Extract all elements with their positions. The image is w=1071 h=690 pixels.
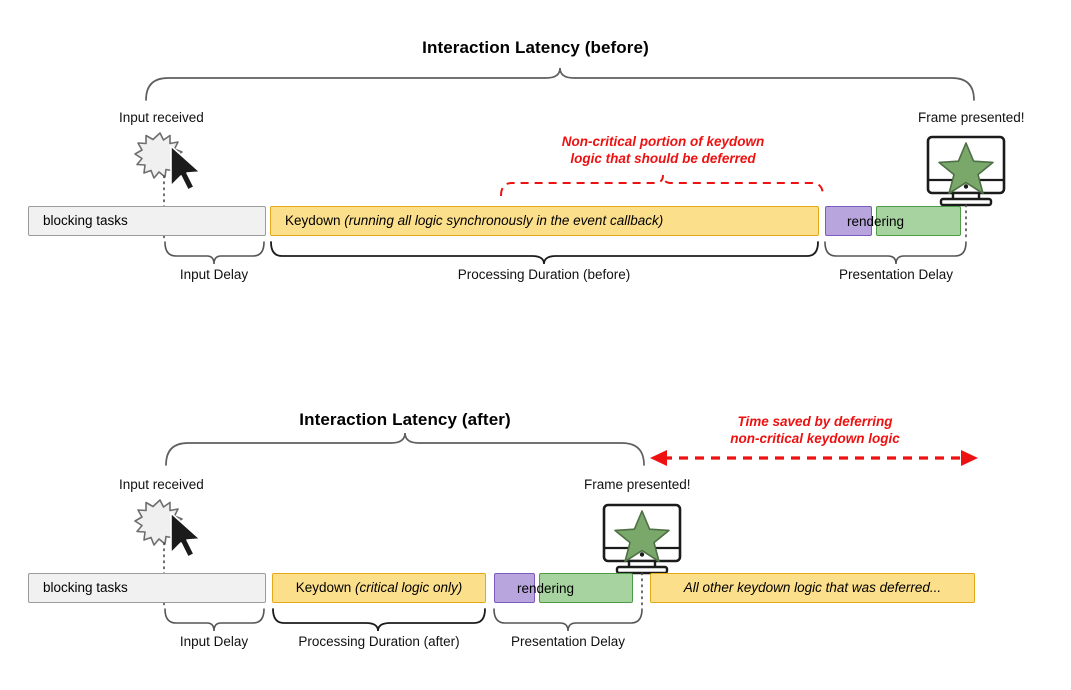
before-section-title: Interaction Latency (before) xyxy=(422,38,649,57)
before-label-processing-duration: Processing Duration (before) xyxy=(457,267,631,282)
before-bar-blocking-tasks-label: blocking tasks xyxy=(43,213,128,229)
before-bar-rendering-green[interactable] xyxy=(876,206,961,236)
after-bar-keydown[interactable]: Keydown (critical logic only) xyxy=(272,573,486,603)
before-star-icon xyxy=(938,142,994,195)
after-brace-processing xyxy=(272,608,486,632)
before-brace-input-delay xyxy=(164,241,265,265)
after-cursor-arrow-icon xyxy=(170,512,201,558)
after-star-icon xyxy=(614,510,670,563)
before-bar-presentation-purple[interactable] xyxy=(825,206,872,236)
after-bar-keydown-label: Keydown (critical logic only) xyxy=(296,581,463,595)
before-label-presentation-delay: Presentation Delay xyxy=(838,267,954,282)
after-bar-keydown-prefix: Keydown xyxy=(295,580,355,596)
before-bar-keydown-label: Keydown (running all logic synchronously… xyxy=(285,214,663,228)
before-input-received-label: Input received xyxy=(119,110,204,125)
after-bar-deferred-work-label: All other keydown logic that was deferre… xyxy=(683,580,942,596)
after-overall-brace xyxy=(165,432,645,466)
after-bar-keydown-italic: (critical logic only) xyxy=(355,580,463,596)
before-overall-brace xyxy=(145,67,975,101)
before-red-annotation-line2: logic that should be deferred xyxy=(570,151,756,166)
after-red-annotation: Time saved by deferring non-critical key… xyxy=(653,413,977,447)
after-bar-deferred-work[interactable]: All other keydown logic that was deferre… xyxy=(650,573,975,603)
after-section-title: Interaction Latency (after) xyxy=(299,410,511,429)
before-bar-keydown-italic: (running all logic synchronously in the … xyxy=(344,213,664,229)
before-red-annotation-line1: Non-critical portion of keydown xyxy=(561,134,765,149)
before-red-dashed-brace xyxy=(500,174,824,197)
after-input-received-label: Input received xyxy=(119,477,204,492)
after-bar-rendering-green[interactable] xyxy=(539,573,633,603)
after-red-annotation-line2: non-critical keydown logic xyxy=(730,431,900,446)
after-label-presentation-delay: Presentation Delay xyxy=(510,634,626,649)
after-frame-presented-label: Frame presented! xyxy=(584,477,691,492)
after-monitor-icon xyxy=(602,503,682,575)
before-bar-rendering-label: rendering xyxy=(847,214,905,229)
before-bar-blocking-tasks[interactable]: blocking tasks xyxy=(28,206,266,236)
after-brace-presentation xyxy=(493,608,643,632)
before-bar-keydown[interactable]: Keydown (running all logic synchronously… xyxy=(270,206,819,236)
after-bar-presentation-purple[interactable] xyxy=(494,573,535,603)
before-brace-presentation xyxy=(824,241,967,265)
before-label-input-delay: Input Delay xyxy=(179,267,249,282)
before-monitor-icon xyxy=(926,135,1006,207)
after-label-input-delay: Input Delay xyxy=(179,634,249,649)
before-red-annotation: Non-critical portion of keydown logic th… xyxy=(503,133,823,167)
after-bar-blocking-tasks[interactable]: blocking tasks xyxy=(28,573,266,603)
after-red-annotation-line1: Time saved by deferring xyxy=(737,414,893,429)
after-bar-rendering-label: rendering xyxy=(517,581,575,596)
before-brace-processing xyxy=(270,241,819,265)
after-brace-input-delay xyxy=(164,608,265,632)
after-label-processing-duration: Processing Duration (after) xyxy=(298,634,460,649)
before-frame-presented-label: Frame presented! xyxy=(918,110,1025,125)
after-burst-icon xyxy=(134,499,183,546)
before-cursor-arrow-icon xyxy=(170,145,201,191)
after-bar-blocking-tasks-label: blocking tasks xyxy=(43,580,128,596)
after-time-saved-arrow xyxy=(650,450,978,466)
before-burst-icon xyxy=(134,132,183,179)
before-bar-keydown-prefix: Keydown xyxy=(285,213,345,229)
